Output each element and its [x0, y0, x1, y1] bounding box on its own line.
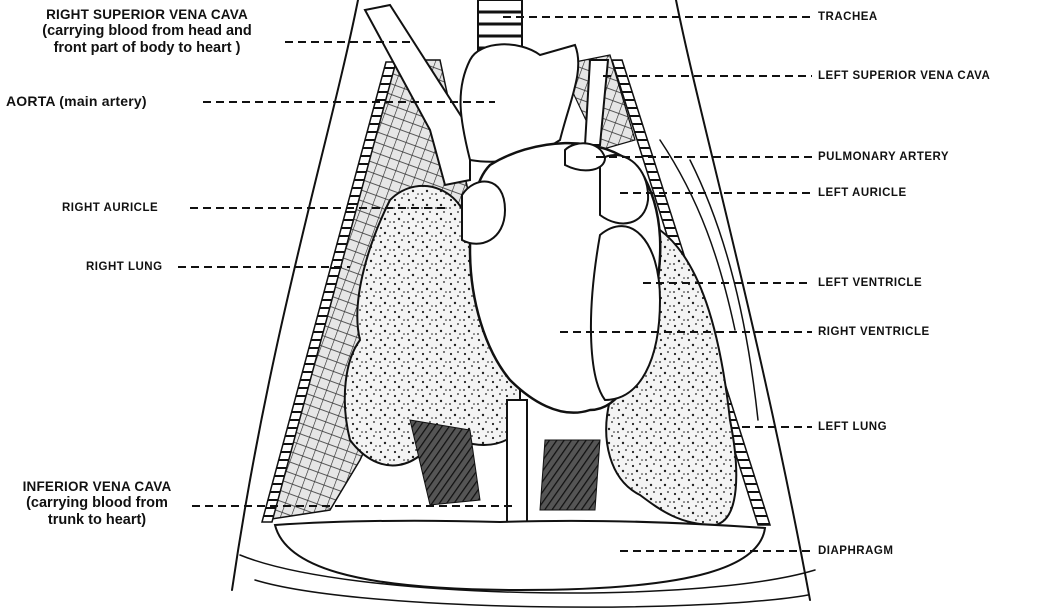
label-inferior-vc-line3: trunk to heart): [2, 512, 192, 529]
lower-cavity-right: [540, 440, 600, 510]
label-left-auricle: LEFT AURICLE: [818, 185, 907, 202]
label-right-superior-vena-cava: RIGHT SUPERIOR VENA CAVA (carrying blood…: [6, 6, 288, 57]
label-inferior-vena-cava: INFERIOR VENA CAVA (carrying blood from …: [2, 478, 192, 529]
lower-cavity-left: [410, 420, 480, 505]
label-inferior-vc-line2: (carrying blood from: [2, 495, 192, 512]
label-left-lung: LEFT LUNG: [818, 419, 887, 436]
label-diaphragm: DIAPHRAGM: [818, 543, 893, 560]
label-right-ventricle: RIGHT VENTRICLE: [818, 324, 930, 341]
left-auricle-shape: [600, 155, 648, 223]
label-right-svc-line3: front part of body to heart ): [6, 40, 288, 57]
label-inferior-vc-title: INFERIOR VENA CAVA: [2, 478, 192, 495]
label-right-svc-line2: (carrying blood from head and: [6, 23, 288, 40]
label-left-ventricle: LEFT VENTRICLE: [818, 275, 922, 292]
label-right-auricle: RIGHT AURICLE: [62, 200, 158, 217]
label-right-svc-title: RIGHT SUPERIOR VENA CAVA: [6, 6, 288, 23]
label-right-lung: RIGHT LUNG: [86, 259, 163, 276]
label-pulmonary-artery: PULMONARY ARTERY: [818, 149, 949, 166]
label-trachea: TRACHEA: [818, 9, 878, 26]
label-aorta: AORTA (main artery): [6, 93, 147, 110]
label-left-superior-vena-cava: LEFT SUPERIOR VENA CAVA: [818, 68, 990, 85]
